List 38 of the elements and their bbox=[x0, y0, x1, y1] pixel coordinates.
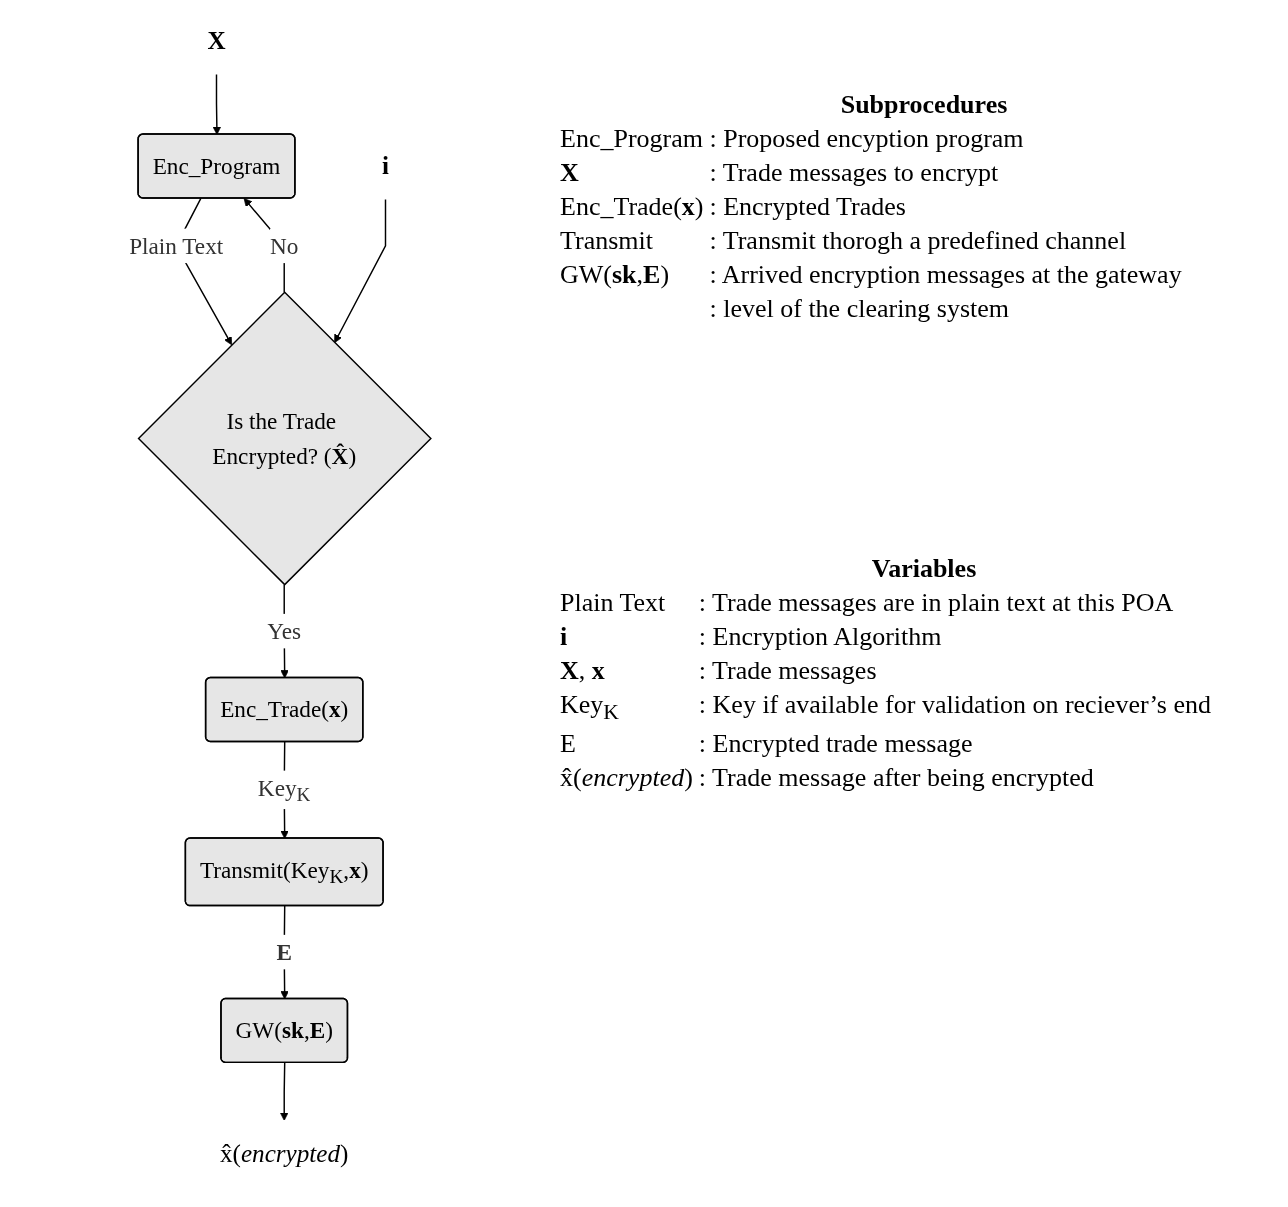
term-text: i bbox=[560, 622, 569, 652]
term-text: Key$_{K}$ bbox=[560, 690, 620, 726]
description-text: : Encrypted trade message bbox=[698, 729, 974, 760]
edge-label: E bbox=[276, 939, 292, 965]
edge-label: Yes bbox=[267, 618, 302, 644]
table-heading: Variables bbox=[870, 554, 978, 584]
description-text: : Encrypted Trades bbox=[709, 192, 907, 222]
term-text: Enc_Program bbox=[560, 124, 704, 154]
node-text: X bbox=[207, 27, 226, 56]
term-text: GW(sk,E) bbox=[560, 260, 671, 290]
term-text: Enc_Trade(x) bbox=[560, 192, 704, 222]
description-text: : Transmit thorogh a predefined channel bbox=[709, 226, 1128, 256]
description-text: : Arrived encryption messages at the gateway bbox=[709, 260, 1183, 290]
edge-label: No bbox=[270, 233, 299, 259]
description-text: : Proposed encyption program bbox=[709, 124, 1025, 154]
term-text: E bbox=[560, 729, 577, 760]
edge-label: Key$_{K}$ bbox=[257, 775, 311, 806]
table-heading: Subprocedures bbox=[839, 90, 1009, 120]
term-text: x̂(encrypted) bbox=[560, 763, 693, 794]
node-diamond bbox=[137, 291, 432, 586]
description-text: : level of the clearing system bbox=[709, 294, 1011, 324]
term-text: X, x bbox=[560, 656, 606, 686]
flowchart-diagram: Plain Text No Yes Key$_{K}$ E X Enc_Program Is the Trade Encrypted? (X̂) i Enc_Trade(x) Transmit(Key$_{K}$,x) GW(sk,E) x̂(encrypted) bbox=[0, 0, 560, 1195]
node-text: x̂(encrypted) bbox=[219, 1139, 349, 1168]
arrow bbox=[212, 73, 222, 135]
edge-label: Plain Text bbox=[129, 233, 224, 259]
description-text: : Encryption Algorithm bbox=[698, 622, 943, 652]
term-text: Plain Text bbox=[560, 588, 667, 618]
description-text: : Key if available for validation on reciever’s end bbox=[698, 690, 1212, 721]
description-text: : Trade message after being encrypted bbox=[698, 763, 1095, 794]
node-text: i bbox=[382, 151, 389, 181]
arrow bbox=[279, 1062, 289, 1121]
description-text: : Trade messages bbox=[698, 656, 878, 686]
description-text: : Trade messages to encrypt bbox=[709, 158, 1000, 188]
description-text: : Trade messages are in plain text at this POA bbox=[698, 588, 1175, 618]
term-text: Transmit bbox=[560, 226, 654, 256]
term-text: X bbox=[560, 158, 580, 188]
arrow bbox=[334, 198, 387, 344]
